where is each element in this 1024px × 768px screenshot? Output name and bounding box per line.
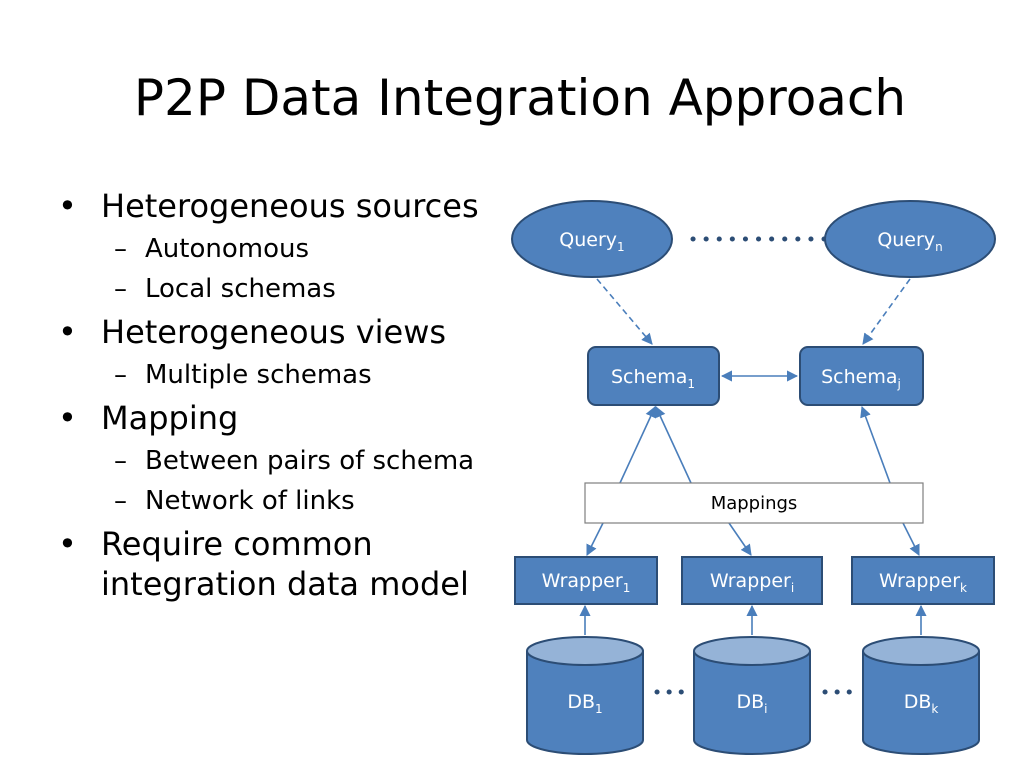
- sub-bullet-network-of-links: Network of links: [56, 484, 496, 518]
- query1-to-schema1-arrow: [596, 278, 653, 345]
- sub-bullet-autonomous: Autonomous: [56, 232, 496, 266]
- sub-bullet-multiple-schemas: Multiple schemas: [56, 358, 496, 392]
- sub-bullet-between-pairs: Between pairs of schema: [56, 444, 496, 478]
- wrapper-k-node: Wrapperk: [851, 556, 995, 605]
- wrapper-1-node: Wrapper1: [514, 556, 658, 605]
- wrapper-k-label: Wrapperk: [879, 570, 967, 595]
- schema-j-node: Schemaj: [799, 346, 924, 406]
- db-k-label: DBk: [904, 691, 939, 716]
- mapping-to-wrapperi: [728, 522, 752, 556]
- bullet-heterogeneous-sources: Heterogeneous sources: [56, 186, 496, 226]
- query-n-label: Queryn: [877, 229, 942, 254]
- queryn-to-schemaj-arrow: [862, 278, 911, 345]
- sub-bullet-local-schemas: Local schemas: [56, 272, 496, 306]
- db-i-label: DBi: [736, 691, 767, 716]
- mapping-to-schema1-left: [619, 405, 656, 484]
- mapping-to-wrapper1: [586, 522, 604, 557]
- db-i-node: DBi: [693, 636, 811, 755]
- query-1-label: Query1: [559, 229, 624, 254]
- db-1-label: DB1: [567, 691, 602, 716]
- mappings-label: Mappings: [711, 493, 798, 514]
- query-n-node: Queryn: [824, 200, 996, 278]
- slide-title: P2P Data Integration Approach: [133, 69, 907, 127]
- bullet-list: Heterogeneous sources Autonomous Local s…: [56, 180, 496, 604]
- wrapper-i-label: Wrapperi: [710, 570, 794, 595]
- mapping-to-schemaj: [860, 405, 891, 484]
- query-1-node: Query1: [511, 200, 673, 278]
- mappings-node: Mappings: [584, 482, 924, 524]
- bullet-heterogeneous-views: Heterogeneous views: [56, 312, 496, 352]
- schema-1-node: Schema1: [587, 346, 720, 406]
- wrapper-i-node: Wrapperi: [681, 556, 823, 605]
- mapping-to-wrapperk: [902, 522, 920, 557]
- schema-1-label: Schema1: [611, 366, 695, 391]
- schema-j-label: Schemaj: [821, 366, 901, 391]
- wrapper-1-label: Wrapper1: [542, 570, 631, 595]
- bullet-mapping: Mapping: [56, 398, 496, 438]
- db-1-node: DB1: [526, 636, 644, 755]
- bullet-require-common-model: Require common integration data model: [56, 524, 501, 604]
- db-k-node: DBk: [862, 636, 980, 755]
- mapping-to-schema1-right: [655, 405, 692, 484]
